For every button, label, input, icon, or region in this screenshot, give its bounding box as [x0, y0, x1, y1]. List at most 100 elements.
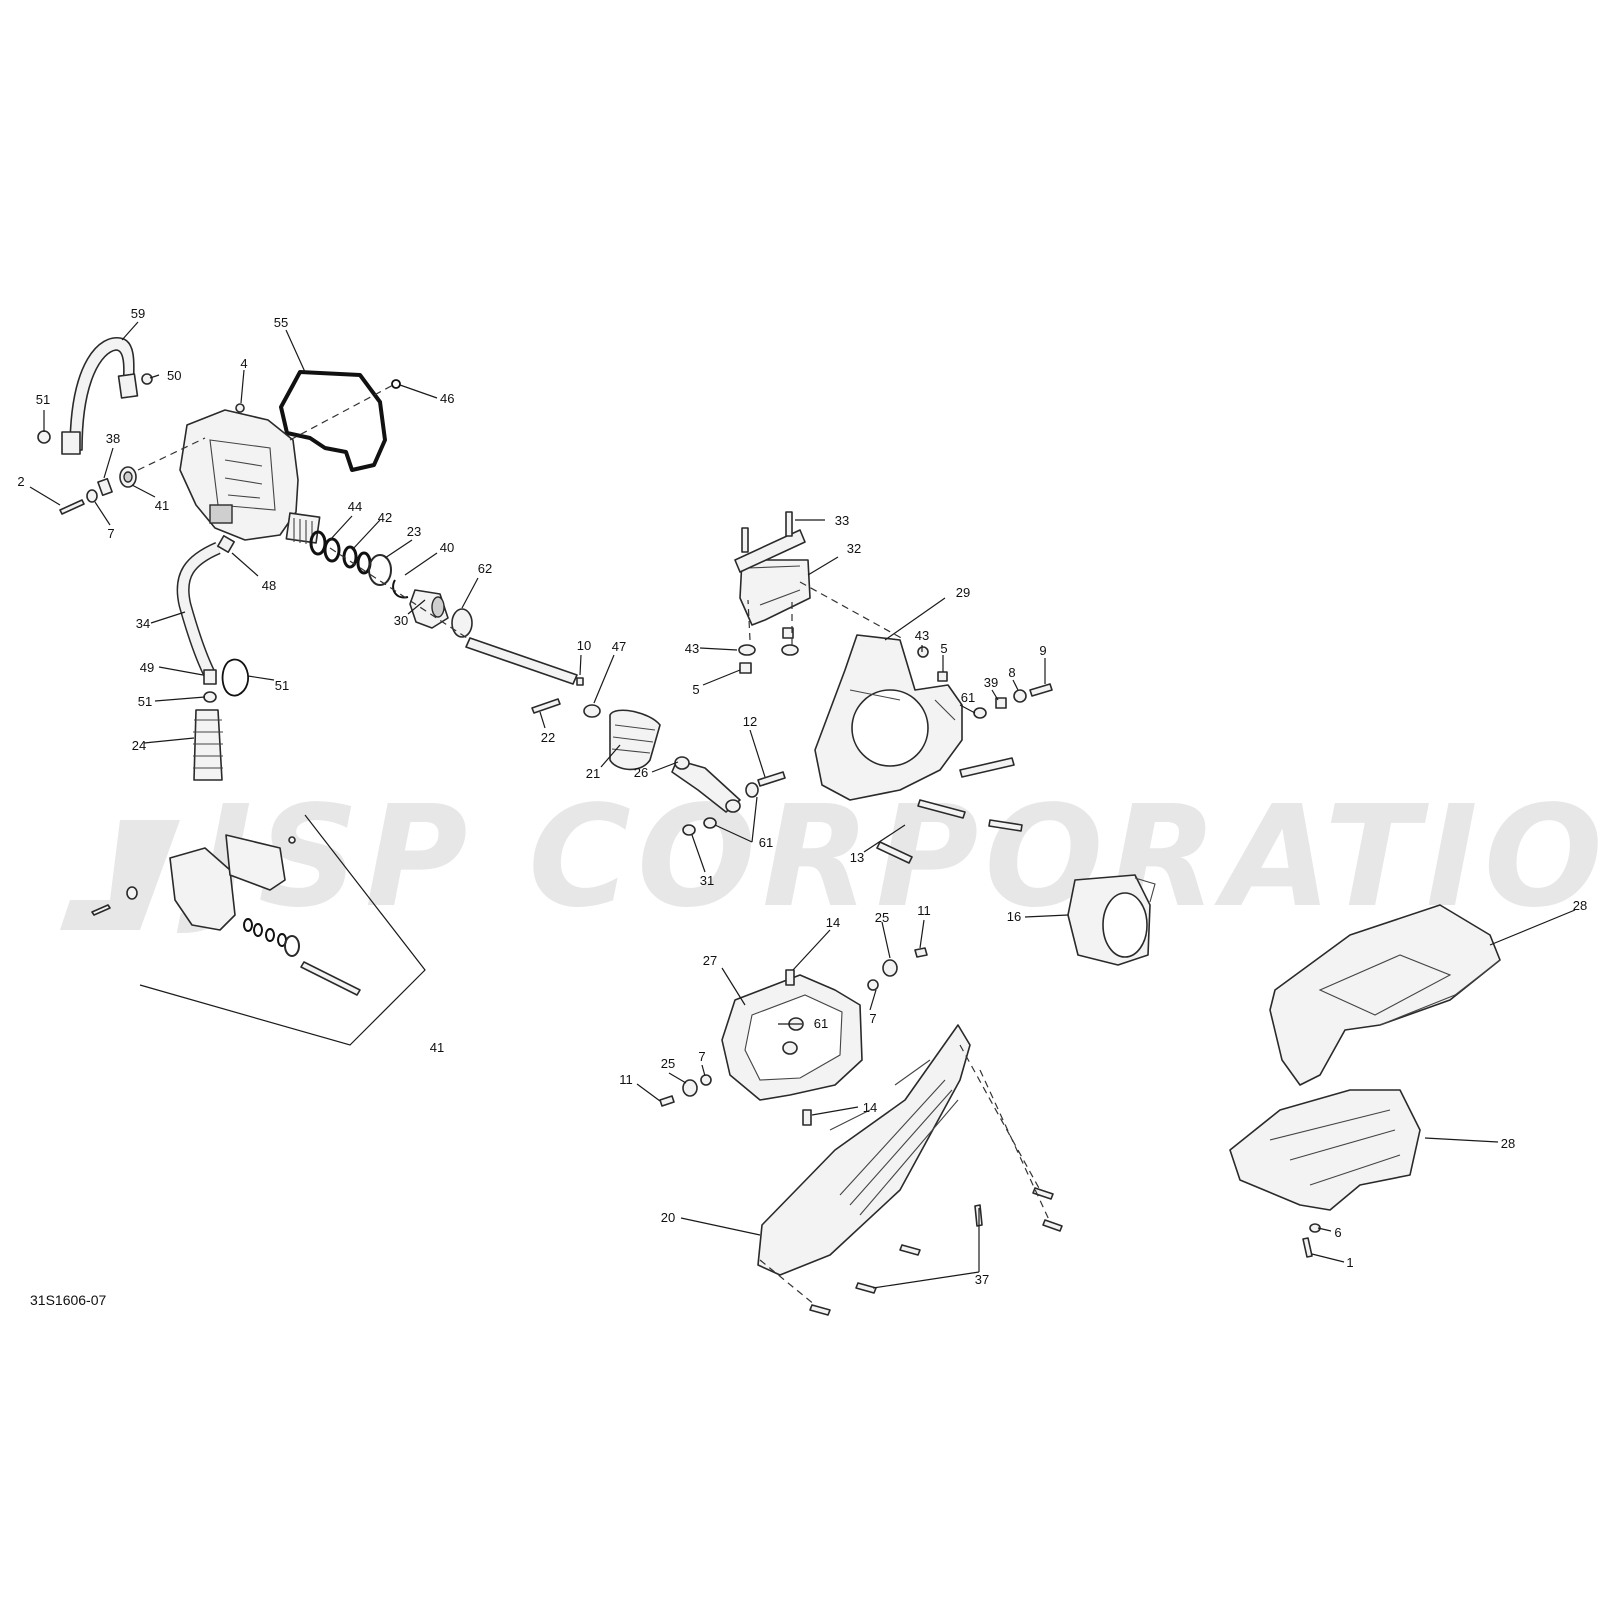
bolt-13d	[876, 841, 913, 864]
callout-6: 6	[1334, 1225, 1341, 1240]
hose-34-fill	[178, 543, 221, 678]
callout-26: 26	[634, 765, 648, 780]
upper-cover-28-opening	[1318, 954, 1452, 1016]
callout-61-frame: 61	[814, 1016, 828, 1031]
gasket-55	[279, 370, 387, 472]
callout-14-top: 14	[826, 915, 840, 930]
callout-11-top: 11	[917, 903, 931, 918]
clip-50	[141, 373, 153, 385]
screw-37d	[899, 1244, 921, 1256]
elbow-48	[217, 535, 235, 553]
callout-59: 59	[131, 306, 145, 321]
diagram-reference-code: 31S1606-07	[30, 1292, 107, 1308]
leader-lines	[29, 321, 1576, 1289]
washer-61	[973, 707, 987, 719]
callout-41-top: 41	[155, 498, 169, 513]
cover-20	[757, 1024, 971, 1276]
dash-axis-1	[137, 437, 206, 471]
callout-labels: 59 50 55 4 46 51 38 2 7 41 44 42 23 40 4…	[17, 306, 1587, 1287]
screw-37a	[1032, 1187, 1054, 1200]
cover-20-grille	[839, 1079, 959, 1216]
splined-output	[285, 512, 321, 545]
callout-47: 47	[612, 639, 626, 654]
bracket-32-details	[747, 565, 801, 606]
callout-7-bottom: 7	[698, 1049, 705, 1064]
callout-46: 46	[440, 391, 454, 406]
callout-44: 44	[348, 499, 362, 514]
actuator-face	[209, 439, 276, 511]
callout-2: 2	[17, 474, 24, 489]
callout-10: 10	[577, 638, 591, 653]
callout-24: 24	[132, 738, 146, 753]
upper-cover-28-edge	[1379, 959, 1501, 1026]
callout-4: 4	[240, 356, 247, 371]
actuator-connector	[209, 504, 233, 524]
plate-33	[734, 529, 806, 573]
callout-25-top: 25	[875, 910, 889, 925]
callout-21: 21	[586, 766, 600, 781]
callout-5-left: 5	[692, 682, 699, 697]
callout-51-top: 51	[36, 392, 50, 407]
nut-61b	[782, 1041, 798, 1055]
clamp-51b	[203, 691, 217, 703]
drive-shaft	[465, 637, 578, 685]
link-arm-end-1	[674, 756, 690, 770]
callout-34: 34	[136, 616, 150, 631]
callout-8: 8	[1008, 665, 1015, 680]
screw-37b	[1042, 1219, 1063, 1232]
cover-20-vents	[829, 1059, 931, 1131]
screw-14a	[785, 969, 795, 986]
callout-7-right: 7	[869, 1011, 876, 1026]
callout-31: 31	[700, 873, 714, 888]
washer-43b	[781, 644, 799, 656]
bolt-13a	[959, 757, 1015, 778]
nut-5b	[782, 627, 794, 639]
bolt-13c	[988, 819, 1023, 832]
callout-13: 13	[850, 850, 864, 865]
spacer-25a	[882, 959, 898, 977]
callout-22: 22	[541, 730, 555, 745]
washer-7b	[700, 1074, 712, 1086]
watermark-text: JSP CORPORATION	[176, 776, 1600, 939]
strap-clip	[117, 373, 139, 399]
washer-43c	[917, 646, 929, 658]
callout-25-bottom: 25	[661, 1056, 675, 1071]
callout-1: 1	[1346, 1255, 1353, 1270]
callout-27: 27	[703, 953, 717, 968]
screw-4	[235, 403, 245, 413]
bolt-13b	[917, 799, 966, 819]
fitting-49	[203, 669, 217, 685]
dash-axis-4	[799, 581, 906, 641]
callout-39: 39	[984, 675, 998, 690]
screw-14b	[802, 1109, 812, 1126]
callout-12: 12	[743, 714, 757, 729]
clamp-62	[451, 608, 473, 638]
callout-9: 9	[1039, 643, 1046, 658]
callout-7-left: 7	[107, 526, 114, 541]
callout-20: 20	[661, 1210, 675, 1225]
nozzle-ring-16	[1067, 874, 1156, 966]
screw-33b	[785, 511, 793, 537]
link-arm-end-2	[725, 799, 741, 813]
callout-43-left: 43	[685, 641, 699, 656]
strap-end	[61, 431, 81, 455]
screw-33a	[741, 527, 749, 553]
inset-bracket	[139, 814, 426, 1046]
callout-38: 38	[106, 431, 120, 446]
callout-41-inset: 41	[430, 1040, 444, 1055]
callout-29: 29	[956, 585, 970, 600]
bellows-24	[193, 709, 223, 781]
callout-51-low: 51	[138, 694, 152, 709]
screw-37f	[809, 1304, 831, 1316]
washer-8	[1013, 689, 1027, 703]
callout-28-lower: 28	[1501, 1136, 1515, 1151]
screw-37e	[855, 1282, 877, 1294]
actuator-module-group	[37, 337, 578, 781]
clamp-51	[221, 658, 249, 697]
callout-48: 48	[262, 578, 276, 593]
callout-23: 23	[407, 524, 421, 539]
lower-cover-group	[659, 874, 1156, 1316]
housing-bore	[851, 689, 929, 767]
dash-axis-2	[289, 383, 396, 441]
callout-32: 32	[847, 541, 861, 556]
